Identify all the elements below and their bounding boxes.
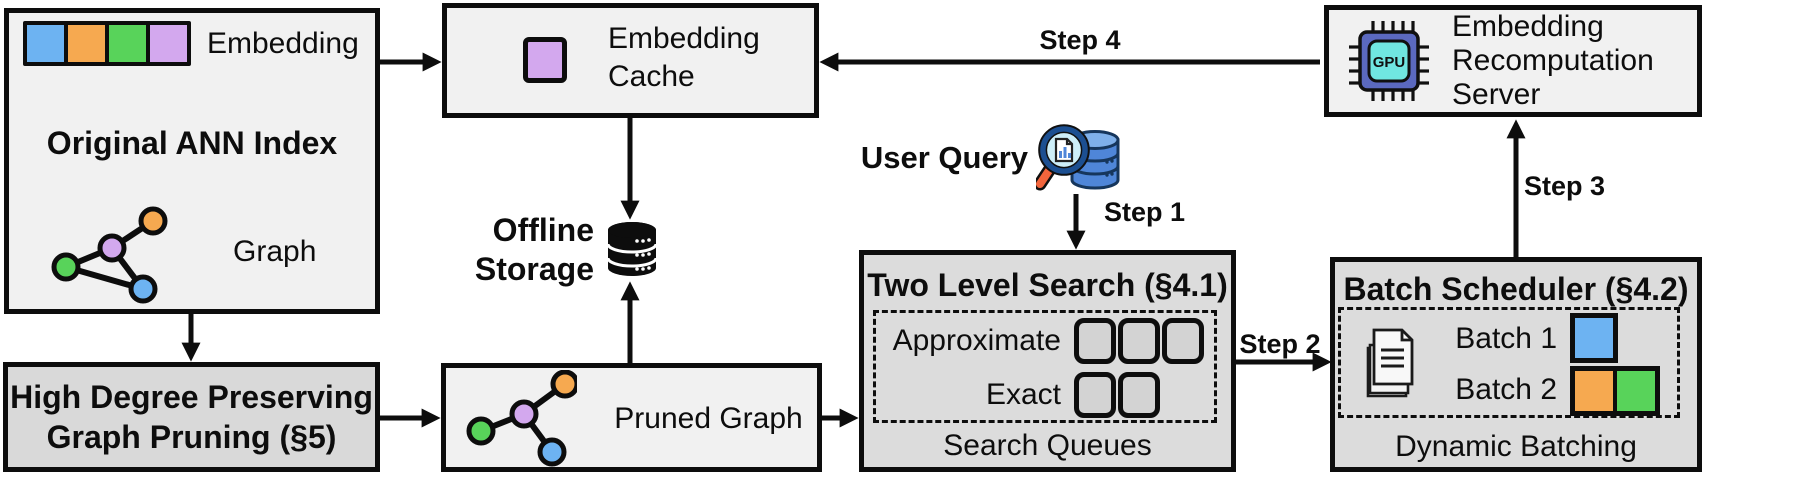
- queue-slot: [1118, 318, 1160, 364]
- dynamic-batching-caption: Dynamic Batching: [1395, 430, 1637, 463]
- cached-embedding-icon: [523, 37, 567, 83]
- color-cell: [27, 25, 64, 62]
- two-level-search-box: Two Level Search (§4.1) Approximate Exac…: [859, 250, 1236, 472]
- pruned-graph-box: Pruned Graph: [441, 363, 822, 472]
- batch-1-squares: [1570, 313, 1618, 363]
- color-cell: [1575, 318, 1613, 358]
- approximate-label: Approximate: [892, 324, 1061, 357]
- embedding-vector-icon: [23, 21, 191, 66]
- pruned-graph-icon: [466, 370, 577, 467]
- queue-slot: [1074, 372, 1116, 418]
- color-cell: [1617, 371, 1655, 411]
- queue-slot: [1118, 372, 1160, 418]
- graph-icon: [51, 206, 168, 304]
- gpu-chip-label: GPU: [1373, 54, 1406, 71]
- documents-icon: [1366, 328, 1414, 398]
- batch-scheduler-box: Batch Scheduler (§4.2) Batch 1 Batch 2 D…: [1330, 257, 1702, 472]
- offline-storage-label: Offline Storage: [474, 212, 594, 287]
- batch-scheduler-title: Batch Scheduler (§4.2): [1343, 271, 1689, 307]
- exact-queue-squares: [1074, 372, 1160, 418]
- step1-label: Step 1: [1104, 197, 1186, 227]
- database-icon: [606, 222, 658, 276]
- user-query-label: User Query: [860, 140, 1028, 175]
- color-cell: [150, 25, 187, 62]
- original-ann-index-box: Embedding Original ANN Index Graph: [4, 8, 380, 314]
- embedding-cache-box: Embedding Cache: [442, 3, 819, 118]
- recomputation-server-box: GPU Embedding Recomputation Server: [1324, 5, 1702, 117]
- pruned-graph-label: Pruned Graph: [614, 402, 803, 435]
- embedding-cache-label: Embedding Cache: [608, 22, 760, 93]
- two-level-search-title: Two Level Search (§4.1): [867, 267, 1228, 303]
- step2-label: Step 2: [1239, 329, 1321, 359]
- exact-label: Exact: [985, 378, 1061, 411]
- queue-slot: [1162, 318, 1204, 364]
- batch-1-label: Batch 1: [1455, 322, 1557, 355]
- dynamic-batching-region: Batch 1 Batch 2: [1338, 307, 1680, 418]
- step4-label: Step 4: [1039, 25, 1121, 55]
- magnifier-database-icon: [1036, 124, 1120, 191]
- batch-2-squares: [1570, 366, 1660, 416]
- search-queues-region: Approximate Exact: [873, 310, 1217, 423]
- step3-label: Step 3: [1524, 171, 1606, 201]
- approximate-queue-squares: [1074, 318, 1204, 364]
- color-cell: [1575, 371, 1613, 411]
- graph-pruning-title: High Degree Preserving Graph Pruning (§5…: [10, 379, 373, 455]
- original-ann-index-title: Original ANN Index: [46, 125, 338, 161]
- embedding-label: Embedding: [207, 27, 359, 60]
- graph-pruning-box: High Degree Preserving Graph Pruning (§5…: [3, 362, 380, 472]
- color-cell: [68, 25, 105, 62]
- search-queues-caption: Search Queues: [943, 429, 1152, 462]
- gpu-icon: GPU: [1349, 21, 1429, 101]
- recomputation-server-label: Embedding Recomputation Server: [1452, 10, 1654, 111]
- color-cell: [109, 25, 146, 62]
- queue-slot: [1074, 318, 1116, 364]
- batch-2-label: Batch 2: [1455, 373, 1557, 406]
- graph-label: Graph: [233, 235, 317, 268]
